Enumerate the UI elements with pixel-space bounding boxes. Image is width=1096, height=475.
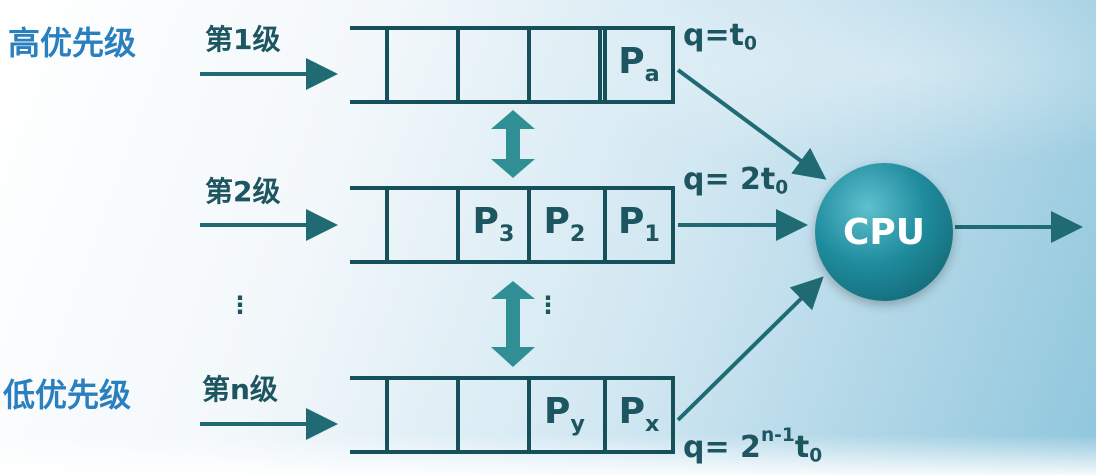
process-x-label: Px <box>618 391 660 438</box>
process-3-label: P3 <box>472 201 515 248</box>
queue-cell <box>456 30 527 100</box>
process-a-label: Pa <box>618 41 660 88</box>
process-y-label: Py <box>544 391 585 438</box>
quantum-level-2: q= 2t0 <box>683 162 789 199</box>
queue-cell <box>385 190 456 260</box>
quantum-level-n: q= 2n-1t0 <box>683 425 823 467</box>
cpu-node: CPU <box>815 163 953 301</box>
double-arrow-levels-1-2 <box>491 110 535 178</box>
arrow-level-n-to-cpu <box>676 276 824 422</box>
queue-cell <box>598 30 669 100</box>
background-floor <box>0 435 1096 475</box>
queue-bottom-line <box>350 450 675 454</box>
queue-top-line <box>350 376 675 380</box>
queue-cell-process-2: P2 <box>527 190 598 260</box>
double-arrow-levels-2-n <box>491 281 535 367</box>
queue-cell-process-a: Pa <box>603 30 675 100</box>
queue-top-line <box>350 26 675 30</box>
queue-cell <box>456 380 527 450</box>
process-1-label: P1 <box>618 201 660 248</box>
quantum-level-1: q=t0 <box>683 18 757 55</box>
queue-bottom-line <box>350 100 675 104</box>
high-priority-label: 高优先级 <box>8 24 137 62</box>
queue-cell-process-3: P3 <box>456 190 527 260</box>
process-2-label: P2 <box>543 201 586 248</box>
cpu-label: CPU <box>842 211 926 253</box>
level-n-label: 第n级 <box>202 373 278 406</box>
level-2-label: 第2级 <box>205 175 281 208</box>
queue-cell-process-1: P1 <box>603 190 675 260</box>
queue-cell <box>385 380 456 450</box>
queue-level-2: P3 P2 P1 <box>350 186 675 264</box>
low-priority-label: 低优先级 <box>3 376 132 414</box>
level-1-label: 第1级 <box>205 23 281 56</box>
queue-cell <box>527 30 598 100</box>
queue-level-n: Py Px <box>350 376 675 454</box>
queue-cell <box>385 30 456 100</box>
queue-cell-process-x: Px <box>603 380 675 450</box>
queue-top-line <box>350 186 675 190</box>
queue-cell-process-y: Py <box>527 380 598 450</box>
arrow-level-1-to-cpu <box>676 68 827 180</box>
queue-bottom-line <box>350 260 675 264</box>
queue-level-1: Pa <box>350 26 675 104</box>
